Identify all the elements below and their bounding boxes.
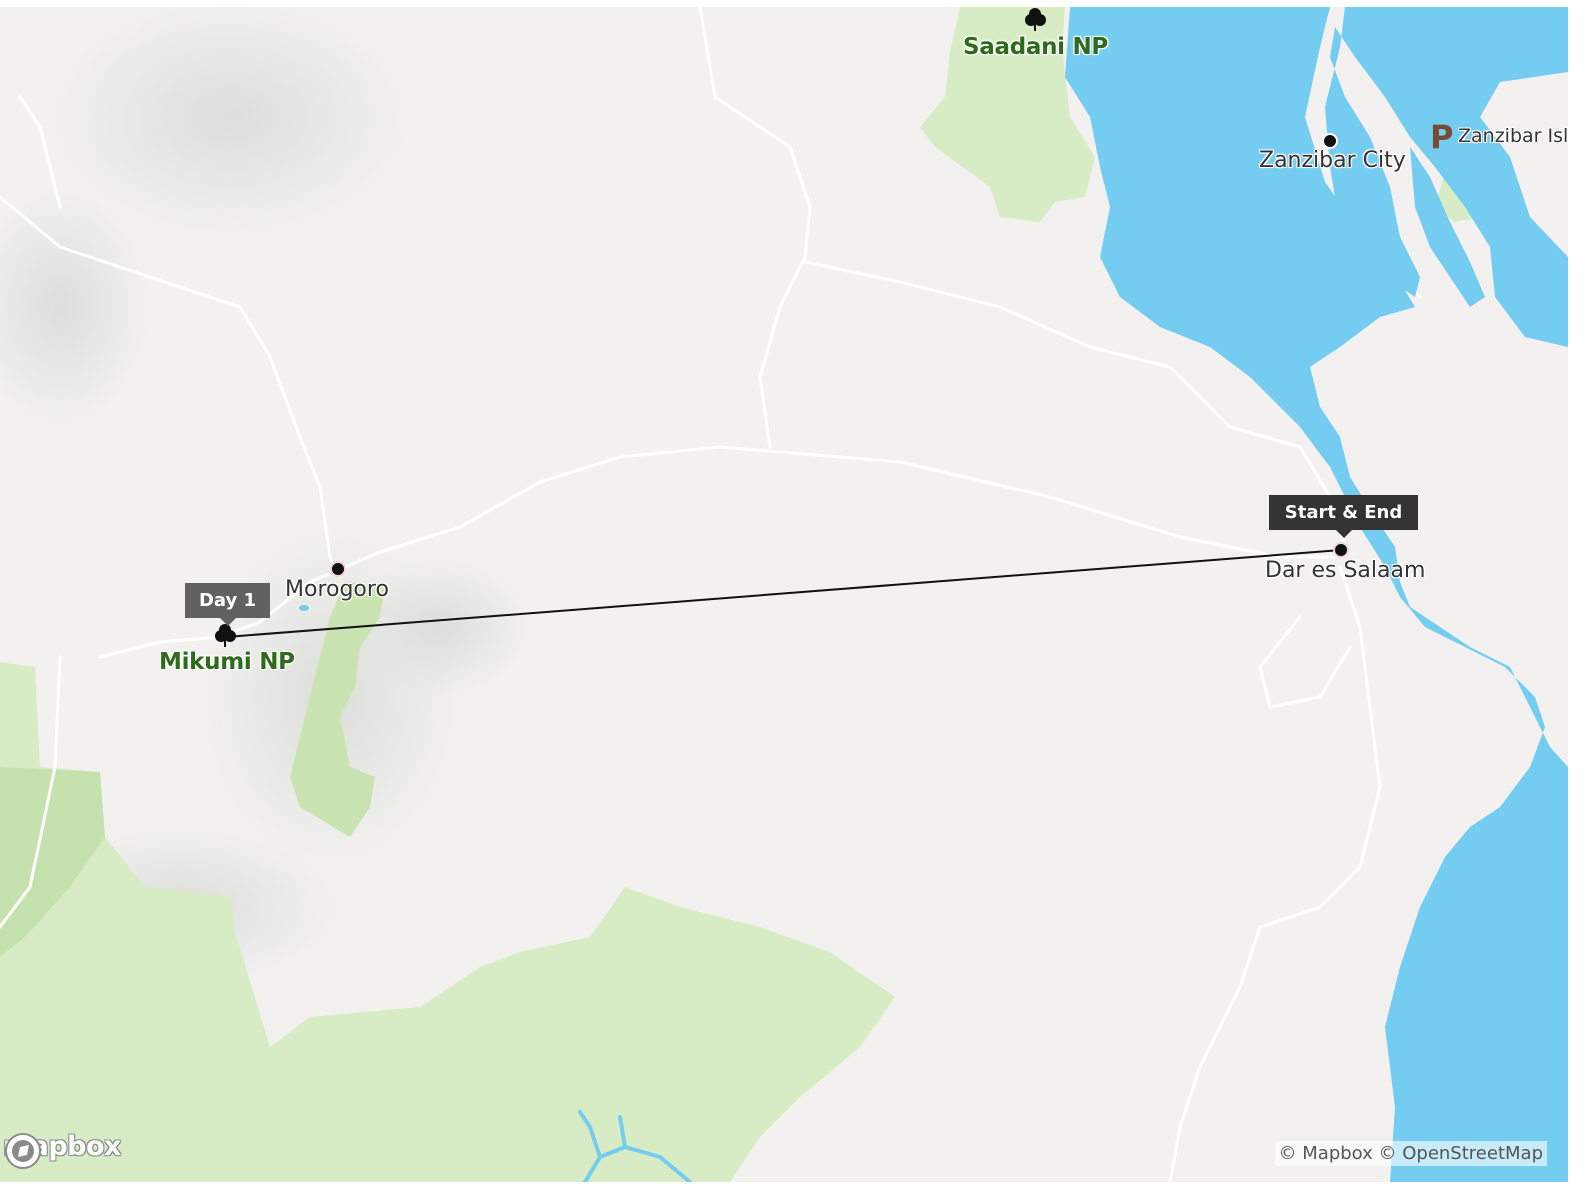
dot-icon (1333, 542, 1349, 558)
uluguru-forest-area (290, 582, 385, 837)
park-dark-patch (0, 767, 105, 957)
dot-icon (330, 561, 346, 577)
zanzibar-island-channel (1410, 147, 1485, 307)
small-lake (299, 605, 309, 611)
map-base-layer (0, 7, 1568, 1182)
zanzibar-city-label: Zanzibar City (1259, 148, 1406, 173)
mikumi-label: Mikumi NP (159, 649, 295, 675)
mapbox-logo[interactable]: mapbox (3, 1131, 121, 1169)
morogoro-label: Morogoro (285, 577, 389, 602)
start-end-tag[interactable]: Start & End (1269, 495, 1418, 538)
mapbox-logo-icon (5, 1133, 41, 1169)
p-icon: P (1430, 118, 1454, 156)
day-1-tag[interactable]: Day 1 (185, 583, 270, 626)
saadani-label: Saadani NP (963, 34, 1108, 60)
ocean-area (1065, 7, 1568, 1182)
tree-icon (1025, 8, 1046, 31)
map-attribution[interactable]: © Mapbox © OpenStreetMap (1274, 1141, 1547, 1166)
saadani-park-area (920, 7, 1095, 222)
route-line (225, 549, 1342, 638)
dot-icon (1322, 133, 1338, 149)
dar-es-salaam-label: Dar es Salaam (1265, 558, 1426, 583)
zanzibar-island-label: Zanzibar Isla (1458, 125, 1568, 147)
tree-icon (215, 624, 236, 647)
selous-park-area (0, 662, 895, 1182)
map-canvas[interactable]: Saadani NP Zanzibar City P Zanzibar Isla… (0, 7, 1568, 1182)
rivers (578, 1110, 692, 1182)
city-dots (330, 133, 1349, 577)
